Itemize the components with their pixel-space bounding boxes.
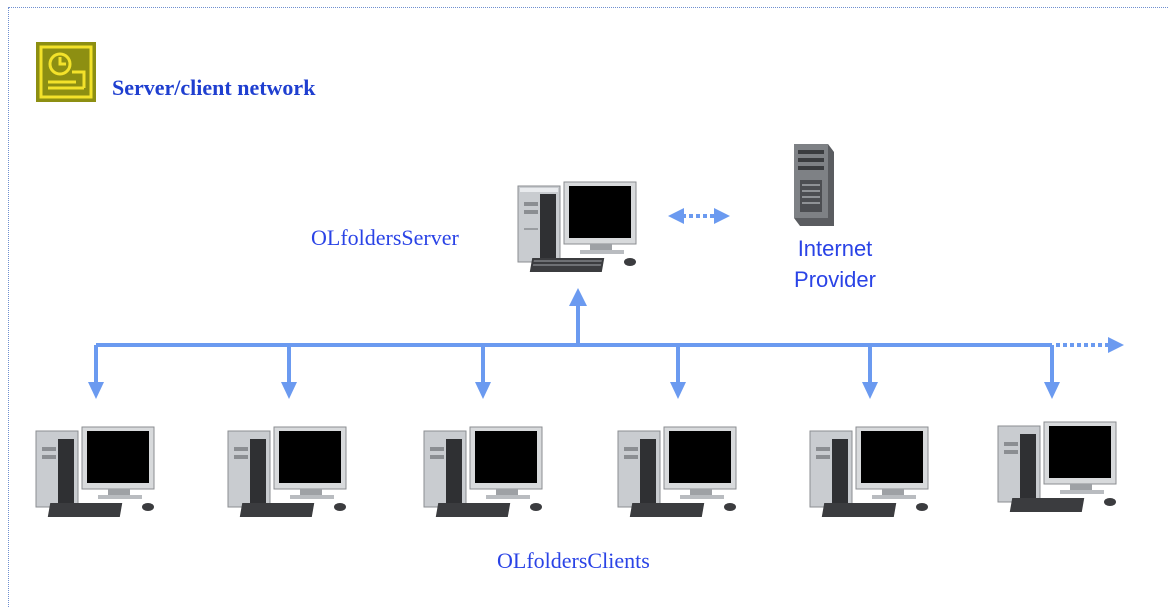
bus-extension-arrowhead [1108,337,1124,353]
client-computer-icon-3 [423,426,543,517]
provider-label: Internet Provider [760,233,910,295]
client-computer-icon-4 [617,426,737,517]
client-drop-arrows [88,345,1060,399]
page-title: Server/client network [112,75,316,100]
server-tower-icon [794,144,834,226]
client-computer-icon-1 [35,426,155,517]
clients-label: OLfoldersClients [497,548,650,573]
provider-label-line1: Internet [797,236,873,261]
client-computer-icon-2 [227,426,347,517]
server-label: OLfoldersServer [311,225,459,250]
provider-label-line2: Provider [794,267,876,292]
server-computer-icon [517,181,637,272]
server-provider-link [668,208,730,224]
client-computer-icon-6 [997,421,1117,512]
app-logo-icon [36,42,96,102]
client-computer-icon-5 [809,426,929,517]
diagram-frame [8,7,1168,607]
